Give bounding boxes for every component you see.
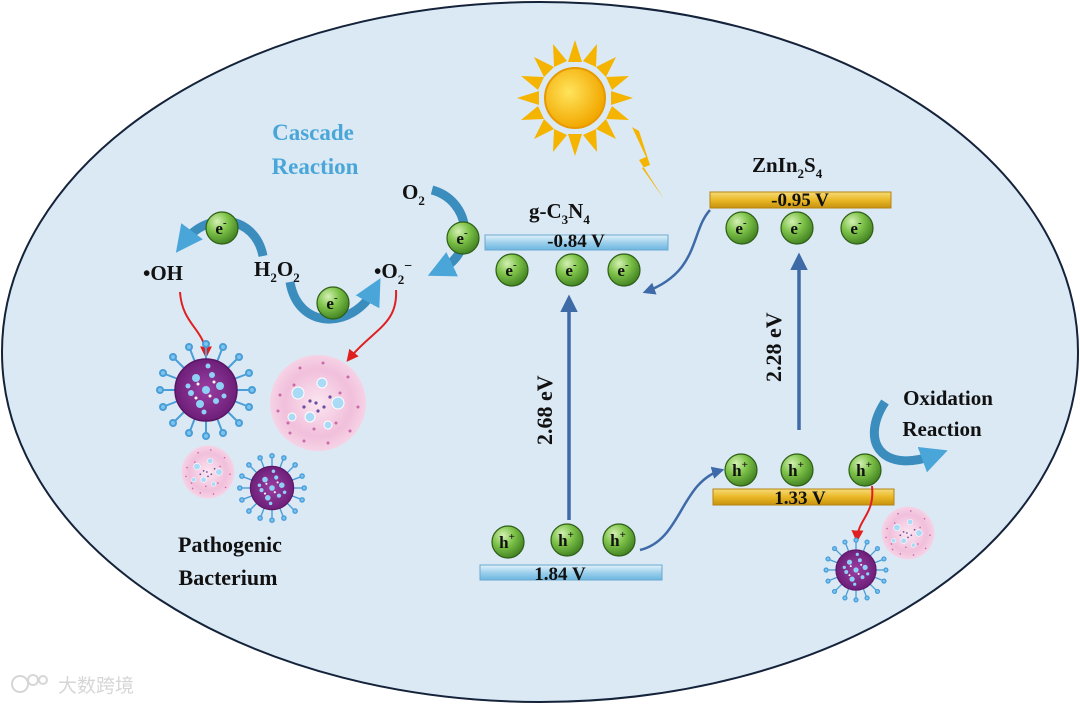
electron-h2o2: e- [316, 286, 350, 320]
superoxide-label: •O2− [374, 259, 412, 287]
gcn-cb-potential: -0.84 V [547, 231, 605, 252]
cascade-arrow-h2o2 [285, 278, 381, 324]
svg-text:e-: e- [735, 217, 747, 238]
hydroxyl-radical-label: •OH [143, 261, 183, 285]
watermark-text: 大数跨境 [58, 675, 134, 697]
lightning-icon [632, 127, 664, 199]
gcn-band-gap: 2.68 eV [532, 375, 557, 445]
svg-text:e-: e- [215, 217, 227, 238]
zis-hole-2: h+ [780, 453, 814, 487]
zis-band-gap: 2.28 eV [761, 312, 786, 382]
zis-electron-3: e- [840, 211, 874, 245]
electron-o2: e- [446, 221, 480, 255]
cascade-title-line2: Reaction [272, 154, 359, 179]
svg-text:h+: h+ [788, 459, 804, 480]
svg-text:e-: e- [850, 217, 862, 238]
h2o2-label: H2O2 [254, 257, 300, 285]
svg-text:e-: e- [456, 227, 468, 248]
svg-text:h+: h+ [856, 459, 872, 480]
zis-hole-3: h+ [848, 453, 882, 487]
pathogenic-label-line2: Bacterium [179, 565, 278, 590]
oxidation-label-line2: Reaction [902, 417, 982, 441]
bacterium-icon [269, 354, 367, 452]
bacterium-icon [156, 340, 256, 440]
gcn-electron-3: e- [607, 253, 641, 287]
cascade-title-line1: Cascade [272, 120, 354, 145]
gcn-hole-3: h+ [602, 523, 636, 557]
svg-text:h+: h+ [732, 459, 748, 480]
zis-hole-1: h+ [724, 453, 758, 487]
oxidation-label-line1: Oxidation [903, 386, 993, 410]
bacterium-icon [181, 445, 235, 499]
svg-text:e-: e- [565, 259, 577, 280]
zis-electron-1: e- [725, 211, 759, 245]
oxidation-arrow [869, 399, 948, 473]
gcn-electron-2: e- [555, 253, 589, 287]
svg-text:e-: e- [790, 217, 802, 238]
gcn-title: g-C3N4 [529, 199, 590, 227]
svg-text:e-: e- [326, 292, 338, 313]
gcn-hole-2: h+ [550, 523, 584, 557]
attack-arrow-hole [851, 485, 874, 543]
electron-transfer-arrow [642, 209, 711, 295]
bacterium-icon [823, 537, 889, 603]
bacterium-icon [881, 506, 935, 560]
gcn-hole-1: h+ [491, 525, 525, 559]
gcn-electron-1: e- [495, 253, 529, 287]
zis-cb-potential: -0.95 V [771, 190, 829, 211]
gcn-valence-band [479, 564, 663, 581]
svg-text:e-: e- [617, 259, 629, 280]
zis-title: ZnIn2S4 [752, 153, 823, 181]
svg-text:h+: h+ [499, 531, 515, 552]
attack-arrow-superoxide [346, 289, 398, 362]
svg-text:e-: e- [505, 259, 517, 280]
watermark: 大数跨境 [11, 674, 134, 697]
hole-transfer-arrow [639, 466, 725, 552]
svg-text:h+: h+ [610, 529, 626, 550]
zis-vb-potential: 1.33 V [774, 488, 826, 509]
bacterium-icon [236, 453, 307, 523]
gcn-conduction-band [484, 234, 669, 251]
sun-icon [517, 40, 633, 156]
electron-oh: e- [205, 211, 239, 245]
pathogenic-label-line1: Pathogenic [178, 532, 282, 557]
gcn-vb-potential: 1.84 V [534, 564, 586, 585]
svg-text:h+: h+ [558, 529, 574, 550]
zis-conduction-band [709, 191, 892, 209]
zis-electron-2: e- [780, 211, 814, 245]
zis-valence-band [712, 488, 895, 506]
o2-label: O2 [402, 180, 425, 208]
